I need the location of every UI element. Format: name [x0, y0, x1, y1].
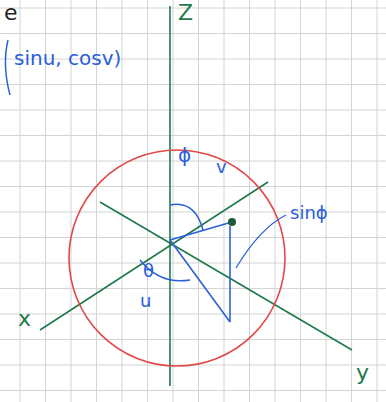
angle-label: v — [216, 158, 227, 176]
grid-line — [173, 0, 174, 402]
phi-arc — [170, 204, 203, 230]
leader-label: sinϕ — [290, 204, 328, 222]
bracket — [5, 40, 10, 95]
grid-line — [326, 0, 327, 402]
grid-line — [351, 0, 352, 402]
point-dot — [228, 218, 236, 226]
grid-line — [0, 33, 386, 34]
leader-line — [236, 215, 286, 268]
angle-label: u — [140, 292, 151, 310]
grid-line — [377, 0, 378, 402]
theta-arc — [140, 260, 190, 281]
grid-line — [0, 263, 386, 264]
cut-text: e — [4, 2, 18, 24]
grid-line — [0, 288, 386, 289]
angle-label: θ — [143, 262, 154, 280]
grid-line — [275, 0, 276, 402]
z-axis — [169, 6, 171, 386]
coordinate-note: sinu, cosv) — [14, 48, 121, 68]
grid-line — [0, 314, 386, 315]
angle-label: ϕ — [178, 145, 191, 165]
grid-line — [0, 135, 386, 136]
sphere-outline — [69, 150, 285, 366]
axis-label: y — [356, 362, 369, 384]
y-axis — [100, 202, 352, 350]
grid-line — [0, 339, 386, 340]
grid-line — [300, 0, 301, 402]
grid-line — [249, 0, 250, 402]
grid-line — [0, 84, 386, 85]
grid-line — [0, 161, 386, 162]
grid-line — [0, 390, 386, 391]
axis-label: Z — [178, 2, 193, 24]
vertical-drop — [229, 226, 231, 322]
grid-line — [122, 0, 123, 402]
grid-line — [198, 0, 199, 402]
grid-line — [224, 0, 225, 402]
grid-line — [0, 237, 386, 238]
x-axis — [40, 182, 268, 330]
grid-line — [0, 186, 386, 187]
grid-line — [0, 110, 386, 111]
grid-line — [147, 0, 148, 402]
axis-label: x — [18, 308, 31, 330]
